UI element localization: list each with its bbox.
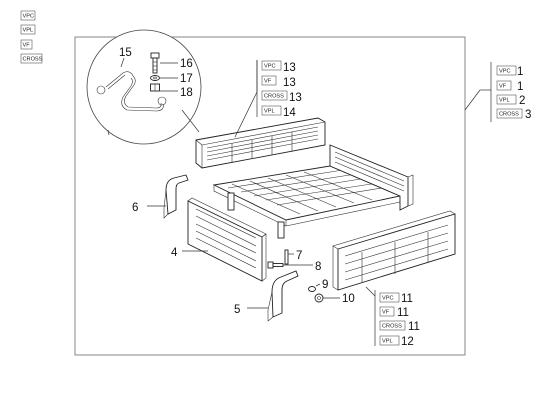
- rear-part-0: 13: [283, 62, 296, 74]
- side-part-0: 11: [401, 293, 413, 305]
- left-side-panel: 4: [171, 197, 267, 282]
- right-side-panel: [332, 210, 456, 346]
- rp-variant-1: VF: [499, 84, 507, 90]
- side-part-1: 11: [397, 307, 409, 319]
- rear-panel: [195, 60, 326, 169]
- callout-10: 10: [342, 293, 355, 305]
- rear-part-2: 13: [289, 92, 302, 104]
- side-variant-3: VPL: [382, 339, 393, 345]
- callout-5: 5: [234, 304, 240, 316]
- callout-16: 16: [180, 58, 193, 70]
- rp-part-3: 3: [525, 109, 531, 121]
- rp-variant-0: VPC: [499, 69, 511, 75]
- rp-part-1: 1: [517, 81, 523, 93]
- hinge-bracket-upper: 6: [132, 174, 189, 219]
- rear-variant-1: VF: [264, 79, 272, 85]
- callout-6: 6: [132, 202, 138, 214]
- variant-legend: VPC VPL VF CROSS: [20, 10, 43, 64]
- hardware-detail-inset: 15 16 17 18: [86, 29, 202, 145]
- rp-variant-2: VPL: [499, 98, 510, 104]
- rp-part-0: 1: [517, 66, 523, 78]
- callout-18: 18: [180, 87, 193, 99]
- side-variant-0: VPC: [382, 296, 394, 302]
- hinge-hardware: 7 8 9 10: [267, 249, 355, 305]
- side-part-2: 11: [408, 321, 420, 333]
- callout-8: 8: [315, 261, 321, 273]
- legend-vpc: VPC: [23, 14, 35, 20]
- side-panel-table: VPC 11 VF 11 CROSS 11 VPL 12: [379, 292, 420, 348]
- rear-variant-0: VPC: [264, 64, 276, 70]
- rear-part-1: 13: [283, 77, 296, 89]
- rp-part-2: 2: [519, 95, 525, 107]
- callout-7: 7: [296, 250, 302, 262]
- right-panel-leader: [464, 62, 492, 122]
- legend-vf: VF: [23, 43, 31, 49]
- cargo-bed: [212, 144, 414, 239]
- rear-variant-3: VPL: [264, 109, 275, 115]
- side-part-3: 12: [401, 336, 414, 348]
- rear-panel-table: VPC 13 VF 13 CROSS 13 VPL 14: [261, 60, 302, 119]
- rp-variant-3: CROSS: [499, 112, 519, 118]
- callout-15: 15: [119, 47, 132, 59]
- rear-variant-2: CROSS: [264, 94, 284, 100]
- callout-9: 9: [322, 279, 328, 291]
- diagram-frame: [74, 36, 466, 356]
- right-panel-table: VPC 1 VF 1 VPL 2 CROSS 3: [496, 65, 531, 121]
- side-variant-1: VF: [382, 310, 390, 316]
- legend-vpl: VPL: [23, 28, 34, 34]
- callout-4: 4: [171, 247, 178, 259]
- side-variant-2: CROSS: [382, 324, 402, 330]
- callout-17: 17: [180, 73, 193, 85]
- rear-part-3: 14: [283, 107, 296, 119]
- hinge-bracket-lower: 5: [234, 270, 299, 322]
- legend-cross: CROSS: [23, 57, 43, 63]
